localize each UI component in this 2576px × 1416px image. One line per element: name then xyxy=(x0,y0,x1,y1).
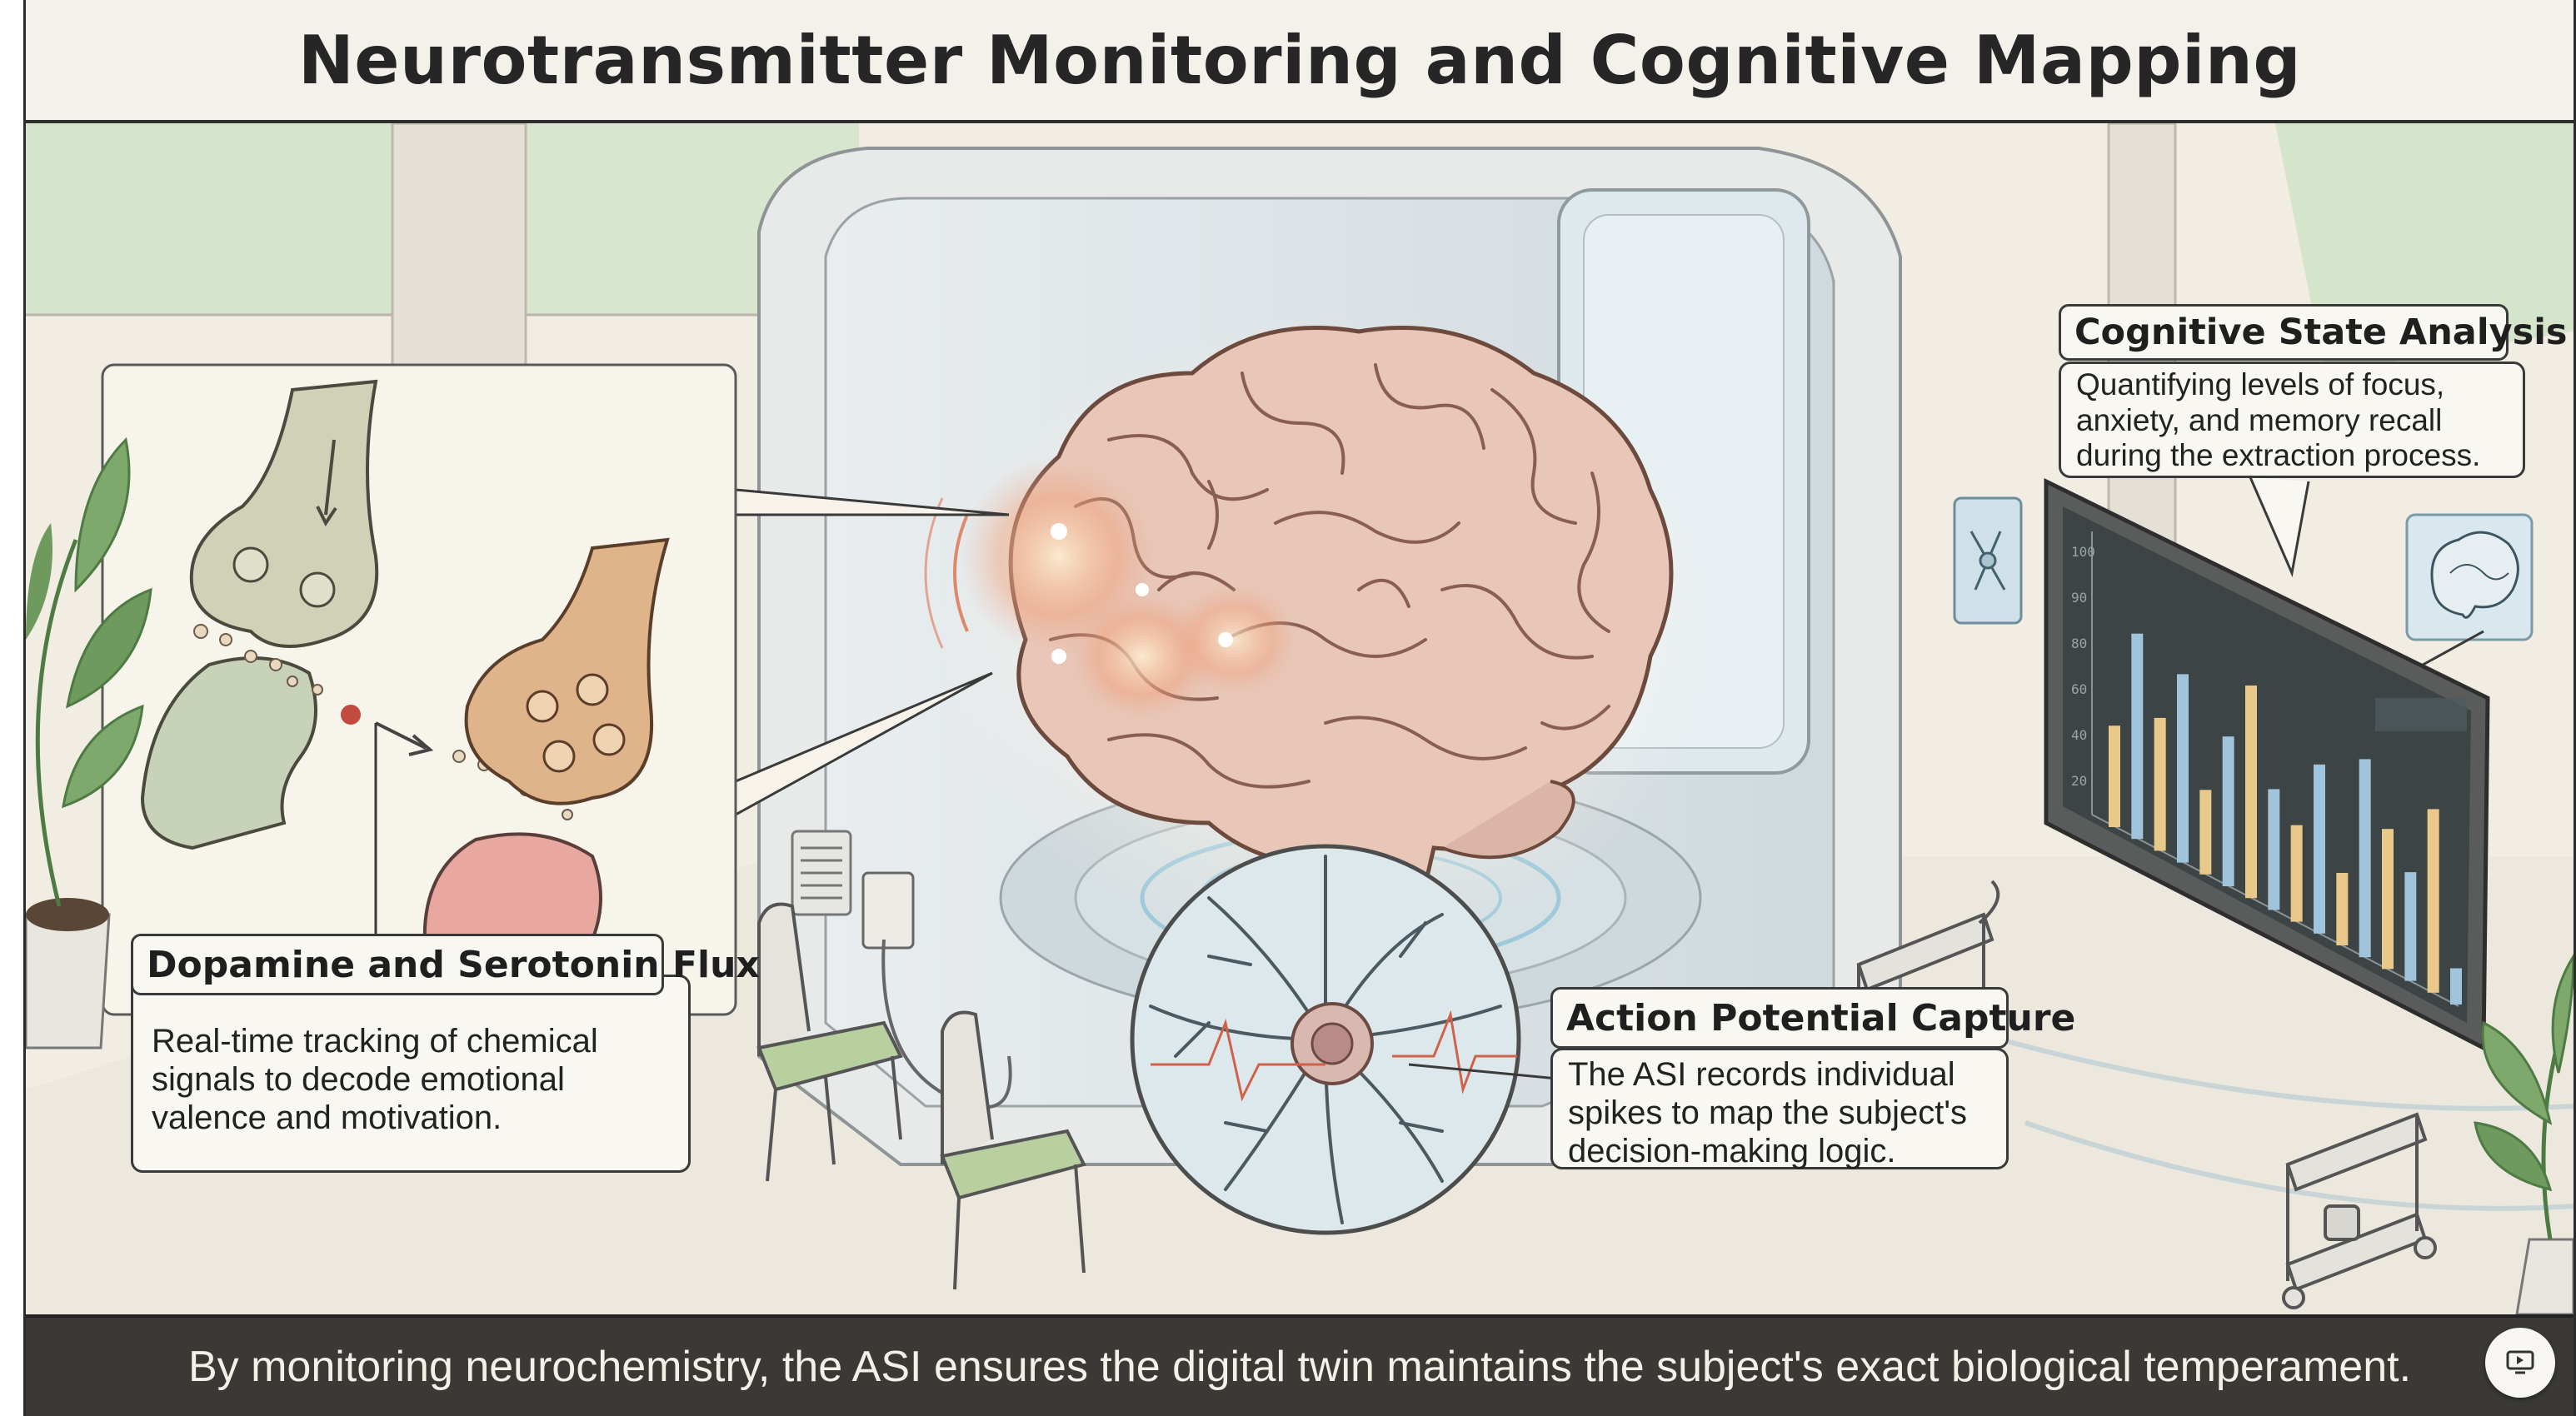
callout-action: Action Potential Capture The ASI records… xyxy=(1550,987,2075,1169)
monitor-bar xyxy=(2359,759,2371,958)
chair-1 xyxy=(756,902,903,1182)
callout-dopamine-title: Dopamine and Serotonin Flux xyxy=(131,934,760,995)
chair-2 xyxy=(940,1010,1086,1290)
title-bar: Neurotransmitter Monitoring and Cognitiv… xyxy=(26,0,2574,123)
page-title: Neurotransmitter Monitoring and Cognitiv… xyxy=(297,21,2302,99)
plant-right xyxy=(2474,954,2574,1314)
lab-scene: 100 90 80 60 40 20 xyxy=(26,123,2574,1314)
footer-caption: By monitoring neurochemistry, the ASI en… xyxy=(187,1343,2412,1391)
monitor-bar xyxy=(2290,825,2303,922)
present-screen-icon xyxy=(2506,1350,2534,1374)
callout-action-body: The ASI records individual spikes to map… xyxy=(1568,1056,1967,1169)
present-button[interactable] xyxy=(2485,1328,2555,1398)
monitor-axis-tick: 80 xyxy=(2071,636,2087,651)
neuron-magnifier xyxy=(1130,844,1585,1235)
monitor-bar xyxy=(2222,736,2234,886)
monitor-bar xyxy=(2245,686,2257,899)
monitor-bar xyxy=(2109,725,2120,827)
monitor-bar xyxy=(2314,764,2325,934)
monitor-bar xyxy=(2199,790,2212,875)
plant-left xyxy=(26,436,152,1050)
monitor-axis-tick: 20 xyxy=(2071,773,2087,789)
data-monitor: 100 90 80 60 40 20 xyxy=(2044,477,2490,1052)
monitor-axis-tick: 90 xyxy=(2071,590,2087,606)
monitor-bar xyxy=(2450,968,2462,1005)
footer-caption-bar: By monitoring neurochemistry, the ASI en… xyxy=(26,1314,2574,1416)
callout-cognitive: Cognitive State Analysis Quantifying lev… xyxy=(2059,304,2568,478)
synapse-illustration xyxy=(140,379,670,1098)
monitor-bar xyxy=(2427,809,2439,993)
callout-cognitive-title: Cognitive State Analysis xyxy=(2059,304,2568,361)
monitor-bar xyxy=(2382,829,2394,970)
cart-2 xyxy=(2282,1112,2437,1309)
callout-cognitive-body: Quantifying levels of focus, anxiety, an… xyxy=(2076,367,2481,473)
brain-illustration xyxy=(924,326,1674,984)
window-left xyxy=(26,123,392,315)
monitor-axis-tick: 40 xyxy=(2071,727,2087,743)
monitor-bar xyxy=(2154,717,2166,851)
infographic-frame: Neurotransmitter Monitoring and Cognitiv… xyxy=(23,0,2576,1416)
monitor-axis-tick: 60 xyxy=(2071,681,2087,697)
callout-dopamine-body: Real-time tracking of chemical signals t… xyxy=(152,1023,598,1136)
monitor-bar xyxy=(2131,633,2144,840)
monitor-bar xyxy=(2336,873,2349,945)
callout-dopamine: Dopamine and Serotonin Flux Real-time tr… xyxy=(131,934,760,1173)
monitor-bar xyxy=(2404,872,2417,981)
callout-action-title: Action Potential Capture xyxy=(1550,987,2075,1049)
monitor-axis-tick: 100 xyxy=(2071,544,2095,560)
monitor-bar xyxy=(2268,789,2280,910)
monitor-bar xyxy=(2177,674,2189,863)
